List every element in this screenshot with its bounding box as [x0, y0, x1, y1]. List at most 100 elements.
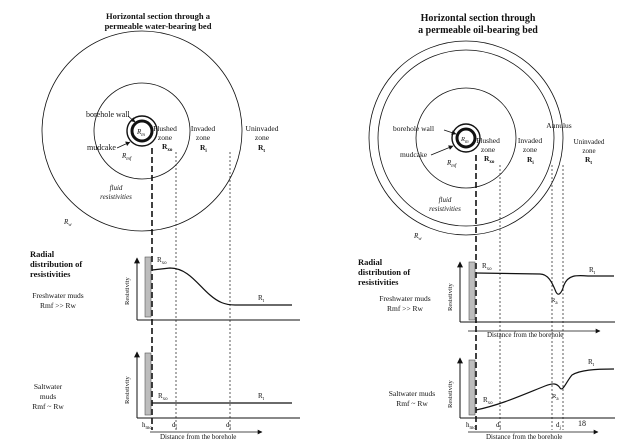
- left-borehole-wall-label: borehole wall: [86, 110, 131, 119]
- right-invaded-circle: [415, 87, 517, 189]
- left-top-rt-label: Rt: [258, 294, 265, 304]
- right-rxo-label: Rxo: [484, 154, 495, 165]
- right-rm-label: Rm: [460, 136, 469, 145]
- right-top-ra-label: Ra: [551, 297, 558, 306]
- right-hmc-tick: hmc: [466, 421, 476, 431]
- right-mudcake-label: mudcake: [400, 150, 428, 159]
- right-invaded-label2: zone: [523, 145, 538, 154]
- right-radial-title3: resistivities: [358, 277, 399, 287]
- left-rt-label: Rt: [258, 143, 265, 154]
- right-outer-circle: [368, 40, 564, 236]
- right-title-line1: Horizontal section through: [421, 13, 536, 24]
- left-mudcake-circle: [126, 115, 158, 147]
- right-mudcake-arrow: [430, 145, 454, 156]
- left-outer-circle: [41, 30, 243, 232]
- left-fresh-label2: Rmf >> Rw: [40, 301, 77, 310]
- right-ri-label: Ri: [527, 155, 534, 166]
- right-rw-label: Rw: [413, 232, 422, 242]
- right-top-rxo-label: Rxo: [482, 262, 492, 272]
- right-rmf-label: Rmf: [446, 159, 457, 169]
- right-borehole-circle: [455, 127, 477, 149]
- left-fluid-label2: resistivities: [100, 193, 132, 201]
- right-borehole-wall-arrow: [443, 129, 457, 135]
- right-fresh-label1: Freshwater muds: [379, 294, 431, 303]
- left-di-tick: di: [172, 421, 178, 431]
- left-panel: Horizontal section through a permeable w…: [30, 11, 300, 441]
- left-borehole-circle: [130, 119, 154, 143]
- left-title-line1: Horizontal section through a: [106, 11, 211, 21]
- right-salt-label1: Saltwater muds: [389, 389, 436, 398]
- right-fluid-label1: fluid: [439, 196, 452, 204]
- left-xaxis-label: Distance from the borehole: [160, 433, 236, 441]
- right-invaded-label1: Invaded: [518, 136, 542, 145]
- left-bottom-rt-label: Rt: [258, 392, 265, 402]
- right-top-curve: [475, 272, 614, 295]
- left-rw-label: Rw: [63, 218, 72, 228]
- left-bottom-ylabel: Resistivity: [124, 375, 131, 404]
- right-di-tick: di: [496, 421, 502, 431]
- right-bottom-plot: Resistivity Rxo Rt Ra 18 hmc di dj Dista…: [447, 357, 615, 441]
- right-radial-title2: distribution of: [358, 267, 410, 277]
- left-hmc-tick: hmc: [142, 421, 152, 431]
- left-bottom-mudcake-bar: [144, 352, 152, 416]
- left-title-line2: permeable water-bearing bed: [105, 21, 212, 31]
- right-uninvaded-label2: zone: [582, 147, 595, 155]
- page-number: 18: [578, 419, 586, 428]
- right-bottom-curve: [475, 368, 615, 411]
- left-top-rxo-label: Rxo: [157, 256, 167, 266]
- left-dj-tick: dj: [226, 421, 231, 431]
- right-flushed-label1: Flushed: [476, 136, 500, 145]
- right-top-mudcake-bar: [468, 261, 476, 321]
- right-rt-label: Rt: [585, 155, 592, 166]
- left-radial-title2: distribution of: [30, 259, 82, 269]
- left-mudcake-label: mudcake: [87, 143, 116, 152]
- left-rxo-label: Rxo: [162, 142, 173, 153]
- left-invaded-label1: Invaded: [191, 124, 215, 133]
- left-salt-label2: muds: [40, 392, 56, 401]
- right-panel: Horizontal section through a permeable o…: [358, 13, 615, 441]
- left-flushed-label2: zone: [158, 133, 173, 142]
- left-uninvaded-label1: Uninvaded: [246, 124, 279, 133]
- left-top-curve: [151, 267, 292, 306]
- left-top-plot: Resistivity Rxo Rt: [124, 256, 300, 321]
- left-radial-title1: Radial: [30, 249, 55, 259]
- left-invaded-circle: [93, 82, 191, 180]
- right-dj-tick: dj: [556, 421, 561, 431]
- right-top-ylabel: Resistivity: [447, 282, 454, 311]
- right-bottom-rt-label: Rt: [588, 358, 595, 368]
- left-flushed-label1: Flushed: [153, 124, 177, 133]
- right-uninvaded-label1: Uninvaded: [574, 138, 605, 146]
- left-mudcake-arrow: [116, 141, 131, 149]
- right-top-plot: Resistivity Rxo Rt Ra Distance from the …: [447, 261, 615, 339]
- left-salt-label1: Saltwater: [34, 382, 63, 391]
- left-invaded-label2: zone: [196, 133, 211, 142]
- right-bottom-mudcake-bar: [468, 359, 476, 416]
- left-borehole-wall-arrow: [127, 115, 136, 123]
- right-borehole-wall-label: borehole wall: [393, 124, 434, 133]
- right-annulus-circle: [377, 49, 555, 227]
- right-bottom-rxo-label: Rxo: [483, 396, 493, 406]
- left-fresh-label1: Freshwater muds: [32, 291, 84, 300]
- left-bottom-plot: Resistivity Rxo Rt hmc di dj Distance fr…: [124, 351, 300, 441]
- right-annulus-label: Annulus: [546, 121, 572, 130]
- right-top-rt-label: Rt: [589, 266, 596, 276]
- left-rmf-label: Rmf: [121, 152, 132, 162]
- left-top-mudcake-bar: [144, 256, 152, 318]
- left-top-ylabel: Resistivity: [124, 276, 131, 305]
- right-bottom-ylabel: Resistivity: [447, 379, 454, 408]
- right-bottom-xaxis-label: Distance from the borehole: [486, 433, 562, 441]
- right-bottom-ra-label: Ra: [552, 393, 559, 402]
- left-uninvaded-label2: zone: [255, 133, 270, 142]
- right-flushed-label2: zone: [481, 145, 496, 154]
- left-fluid-label1: fluid: [110, 184, 123, 192]
- right-radial-title1: Radial: [358, 257, 383, 267]
- right-title-line2: a permeable oil-bearing bed: [418, 25, 538, 36]
- right-fresh-label2: Rmf >> Rw: [387, 304, 424, 313]
- left-ri-label: Ri: [200, 143, 207, 154]
- left-radial-title3: resistivities: [30, 269, 71, 279]
- right-top-xaxis-label: Distance from the borehole: [487, 331, 563, 339]
- left-rm-label: Rm: [136, 128, 145, 138]
- right-fluid-label2: resistivities: [429, 205, 461, 213]
- left-bottom-rxo-label: Rxo: [158, 392, 168, 402]
